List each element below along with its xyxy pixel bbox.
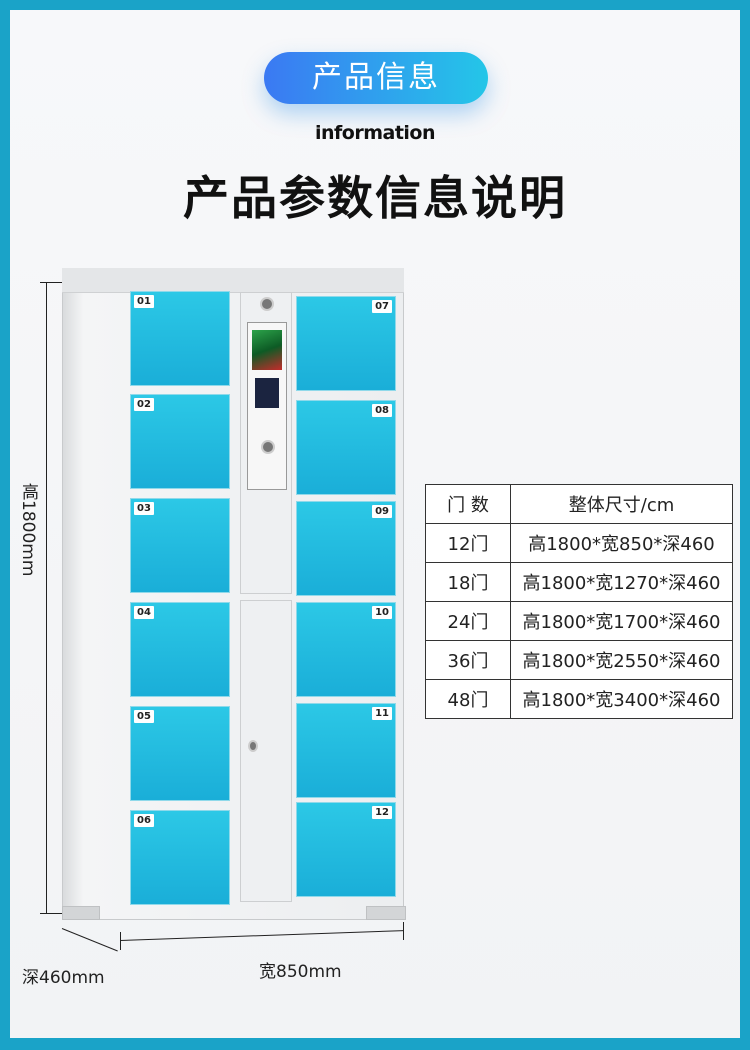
height-label: 高1800mm <box>18 483 38 577</box>
cell-doors: 12门 <box>425 523 511 563</box>
panel-lock-icon <box>261 440 275 454</box>
locker-door-11[interactable]: 11 <box>296 703 396 798</box>
cell-dimensions: 高1800*宽2550*深460 <box>510 640 733 680</box>
door-number: 04 <box>134 606 154 619</box>
locker-door-12[interactable]: 12 <box>296 802 396 897</box>
depth-label: 深460mm <box>22 968 105 988</box>
table-row: 24门 高1800*宽1700*深460 <box>425 601 733 641</box>
section-badge: 产品信息 <box>264 52 488 104</box>
locker-door-06[interactable]: 06 <box>130 810 230 905</box>
door-number: 05 <box>134 710 154 723</box>
cell-doors: 18门 <box>425 562 511 602</box>
door-number: 11 <box>372 707 392 720</box>
header-dimensions: 整体尺寸/cm <box>510 484 733 524</box>
locker-door-05[interactable]: 05 <box>130 706 230 801</box>
page-title: 产品参数信息说明 <box>183 171 567 225</box>
cell-dimensions: 高1800*宽1270*深460 <box>510 562 733 602</box>
locker-door-08[interactable]: 08 <box>296 400 396 495</box>
height-dimension-line <box>46 282 47 914</box>
locker-door-04[interactable]: 04 <box>130 602 230 697</box>
locker-door-03[interactable]: 03 <box>130 498 230 593</box>
cell-doors: 24门 <box>425 601 511 641</box>
width-label: 宽850mm <box>259 962 342 982</box>
cell-dimensions: 高1800*宽3400*深460 <box>510 679 733 719</box>
locker-door-09[interactable]: 09 <box>296 501 396 596</box>
storage-column <box>240 600 292 902</box>
door-lock-icon <box>248 740 258 752</box>
door-number: 08 <box>372 404 392 417</box>
cell-doors: 48门 <box>425 679 511 719</box>
depth-dimension-line <box>61 928 118 952</box>
locker-door-01[interactable]: 01 <box>130 291 230 386</box>
page-canvas: 产品信息 information 产品参数信息说明 高1800mm 01 02 … <box>10 10 740 1038</box>
table-row: 36门 高1800*宽2550*深460 <box>425 640 733 680</box>
width-dimension-line <box>119 930 404 941</box>
door-number: 07 <box>372 300 392 313</box>
door-number: 06 <box>134 814 154 827</box>
door-number: 02 <box>134 398 154 411</box>
cell-dimensions: 高1800*宽850*深460 <box>510 523 733 563</box>
table-row: 12门 高1800*宽850*深460 <box>425 523 733 563</box>
door-number: 10 <box>372 606 392 619</box>
door-number: 03 <box>134 502 154 515</box>
locker-door-02[interactable]: 02 <box>130 394 230 489</box>
display-screen <box>252 330 282 370</box>
cell-dimensions: 高1800*宽1700*深460 <box>510 601 733 641</box>
cabinet-foot-right <box>366 906 406 920</box>
table-header-row: 门 数 整体尺寸/cm <box>425 484 733 524</box>
table-row: 18门 高1800*宽1270*深460 <box>425 562 733 602</box>
cell-doors: 36门 <box>425 640 511 680</box>
spec-table: 门 数 整体尺寸/cm 12门 高1800*宽850*深460 18门 高180… <box>425 484 733 719</box>
door-number: 12 <box>372 806 392 819</box>
subtitle-english: information <box>314 122 436 144</box>
width-dimension-tick-right <box>403 922 404 940</box>
width-dimension-tick-left <box>120 932 121 950</box>
locker-door-07[interactable]: 07 <box>296 296 396 391</box>
header-doors: 门 数 <box>425 484 511 524</box>
door-number: 09 <box>372 505 392 518</box>
door-number: 01 <box>134 295 154 308</box>
cabinet-top <box>62 268 404 293</box>
height-dimension-tick-bottom <box>40 913 74 914</box>
table-row: 48门 高1800*宽3400*深460 <box>425 679 733 719</box>
top-lock-icon <box>260 297 274 311</box>
locker-door-10[interactable]: 10 <box>296 602 396 697</box>
cabinet-foot-left <box>62 906 100 920</box>
keypad <box>255 378 279 408</box>
height-dimension-tick-top <box>40 282 74 283</box>
